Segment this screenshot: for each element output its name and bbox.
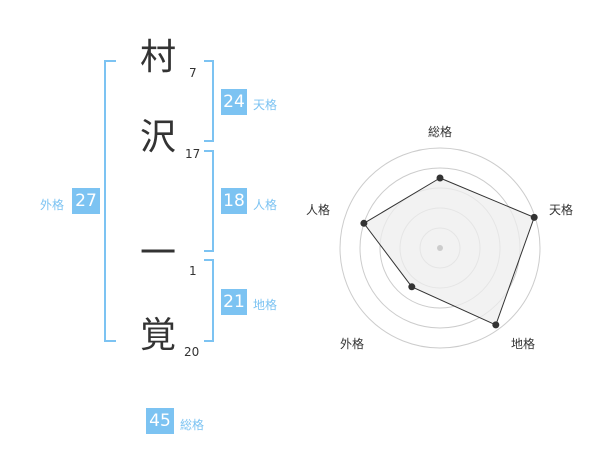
stroke-count-4: 20 bbox=[184, 345, 200, 359]
gaikaku-bracket bbox=[104, 60, 116, 342]
radar-grid-ring bbox=[339, 147, 541, 349]
radar-point-1 bbox=[436, 174, 444, 182]
tenkaku-label: 天格 bbox=[253, 98, 278, 112]
tenkaku-bracket bbox=[204, 60, 214, 142]
chikaku-label: 地格 bbox=[253, 298, 278, 312]
radar-point-4 bbox=[408, 283, 416, 291]
name-char-1: 村 bbox=[140, 37, 177, 78]
jinkaku-bracket bbox=[204, 150, 214, 252]
radar-axis-label-jinkaku: 人格 bbox=[306, 203, 331, 217]
radar-series-polygon bbox=[363, 177, 535, 326]
name-char-2: 沢 bbox=[140, 117, 177, 158]
radar-point-3 bbox=[492, 321, 500, 329]
radar-point-5 bbox=[360, 219, 368, 227]
soukaku-label: 総格 bbox=[180, 418, 205, 432]
radar-axis-label-gaikaku: 外格 bbox=[340, 337, 365, 351]
chikaku-value: 21 bbox=[221, 289, 247, 315]
radar-axis-label-tenkaku: 天格 bbox=[549, 203, 574, 217]
chikaku-bracket bbox=[204, 259, 214, 342]
gaikaku-label: 外格 bbox=[40, 198, 65, 212]
tenkaku-value: 24 bbox=[221, 89, 247, 115]
radar-point-2 bbox=[530, 213, 538, 221]
stroke-count-1: 7 bbox=[189, 66, 197, 80]
name-char-3: 一 bbox=[140, 233, 177, 274]
gaikaku-value: 27 bbox=[72, 188, 100, 214]
radar-center-point bbox=[437, 245, 443, 251]
jinkaku-value: 18 bbox=[221, 188, 247, 214]
soukaku-value: 45 bbox=[146, 408, 174, 434]
stroke-count-2: 17 bbox=[185, 147, 201, 161]
stroke-count-3: 1 bbox=[189, 264, 197, 278]
radar-axis-label-chikaku: 地格 bbox=[511, 337, 536, 351]
radar-axis-label-soukaku: 総格 bbox=[428, 125, 453, 139]
jinkaku-label: 人格 bbox=[253, 198, 278, 212]
name-char-4: 覚 bbox=[140, 315, 177, 356]
